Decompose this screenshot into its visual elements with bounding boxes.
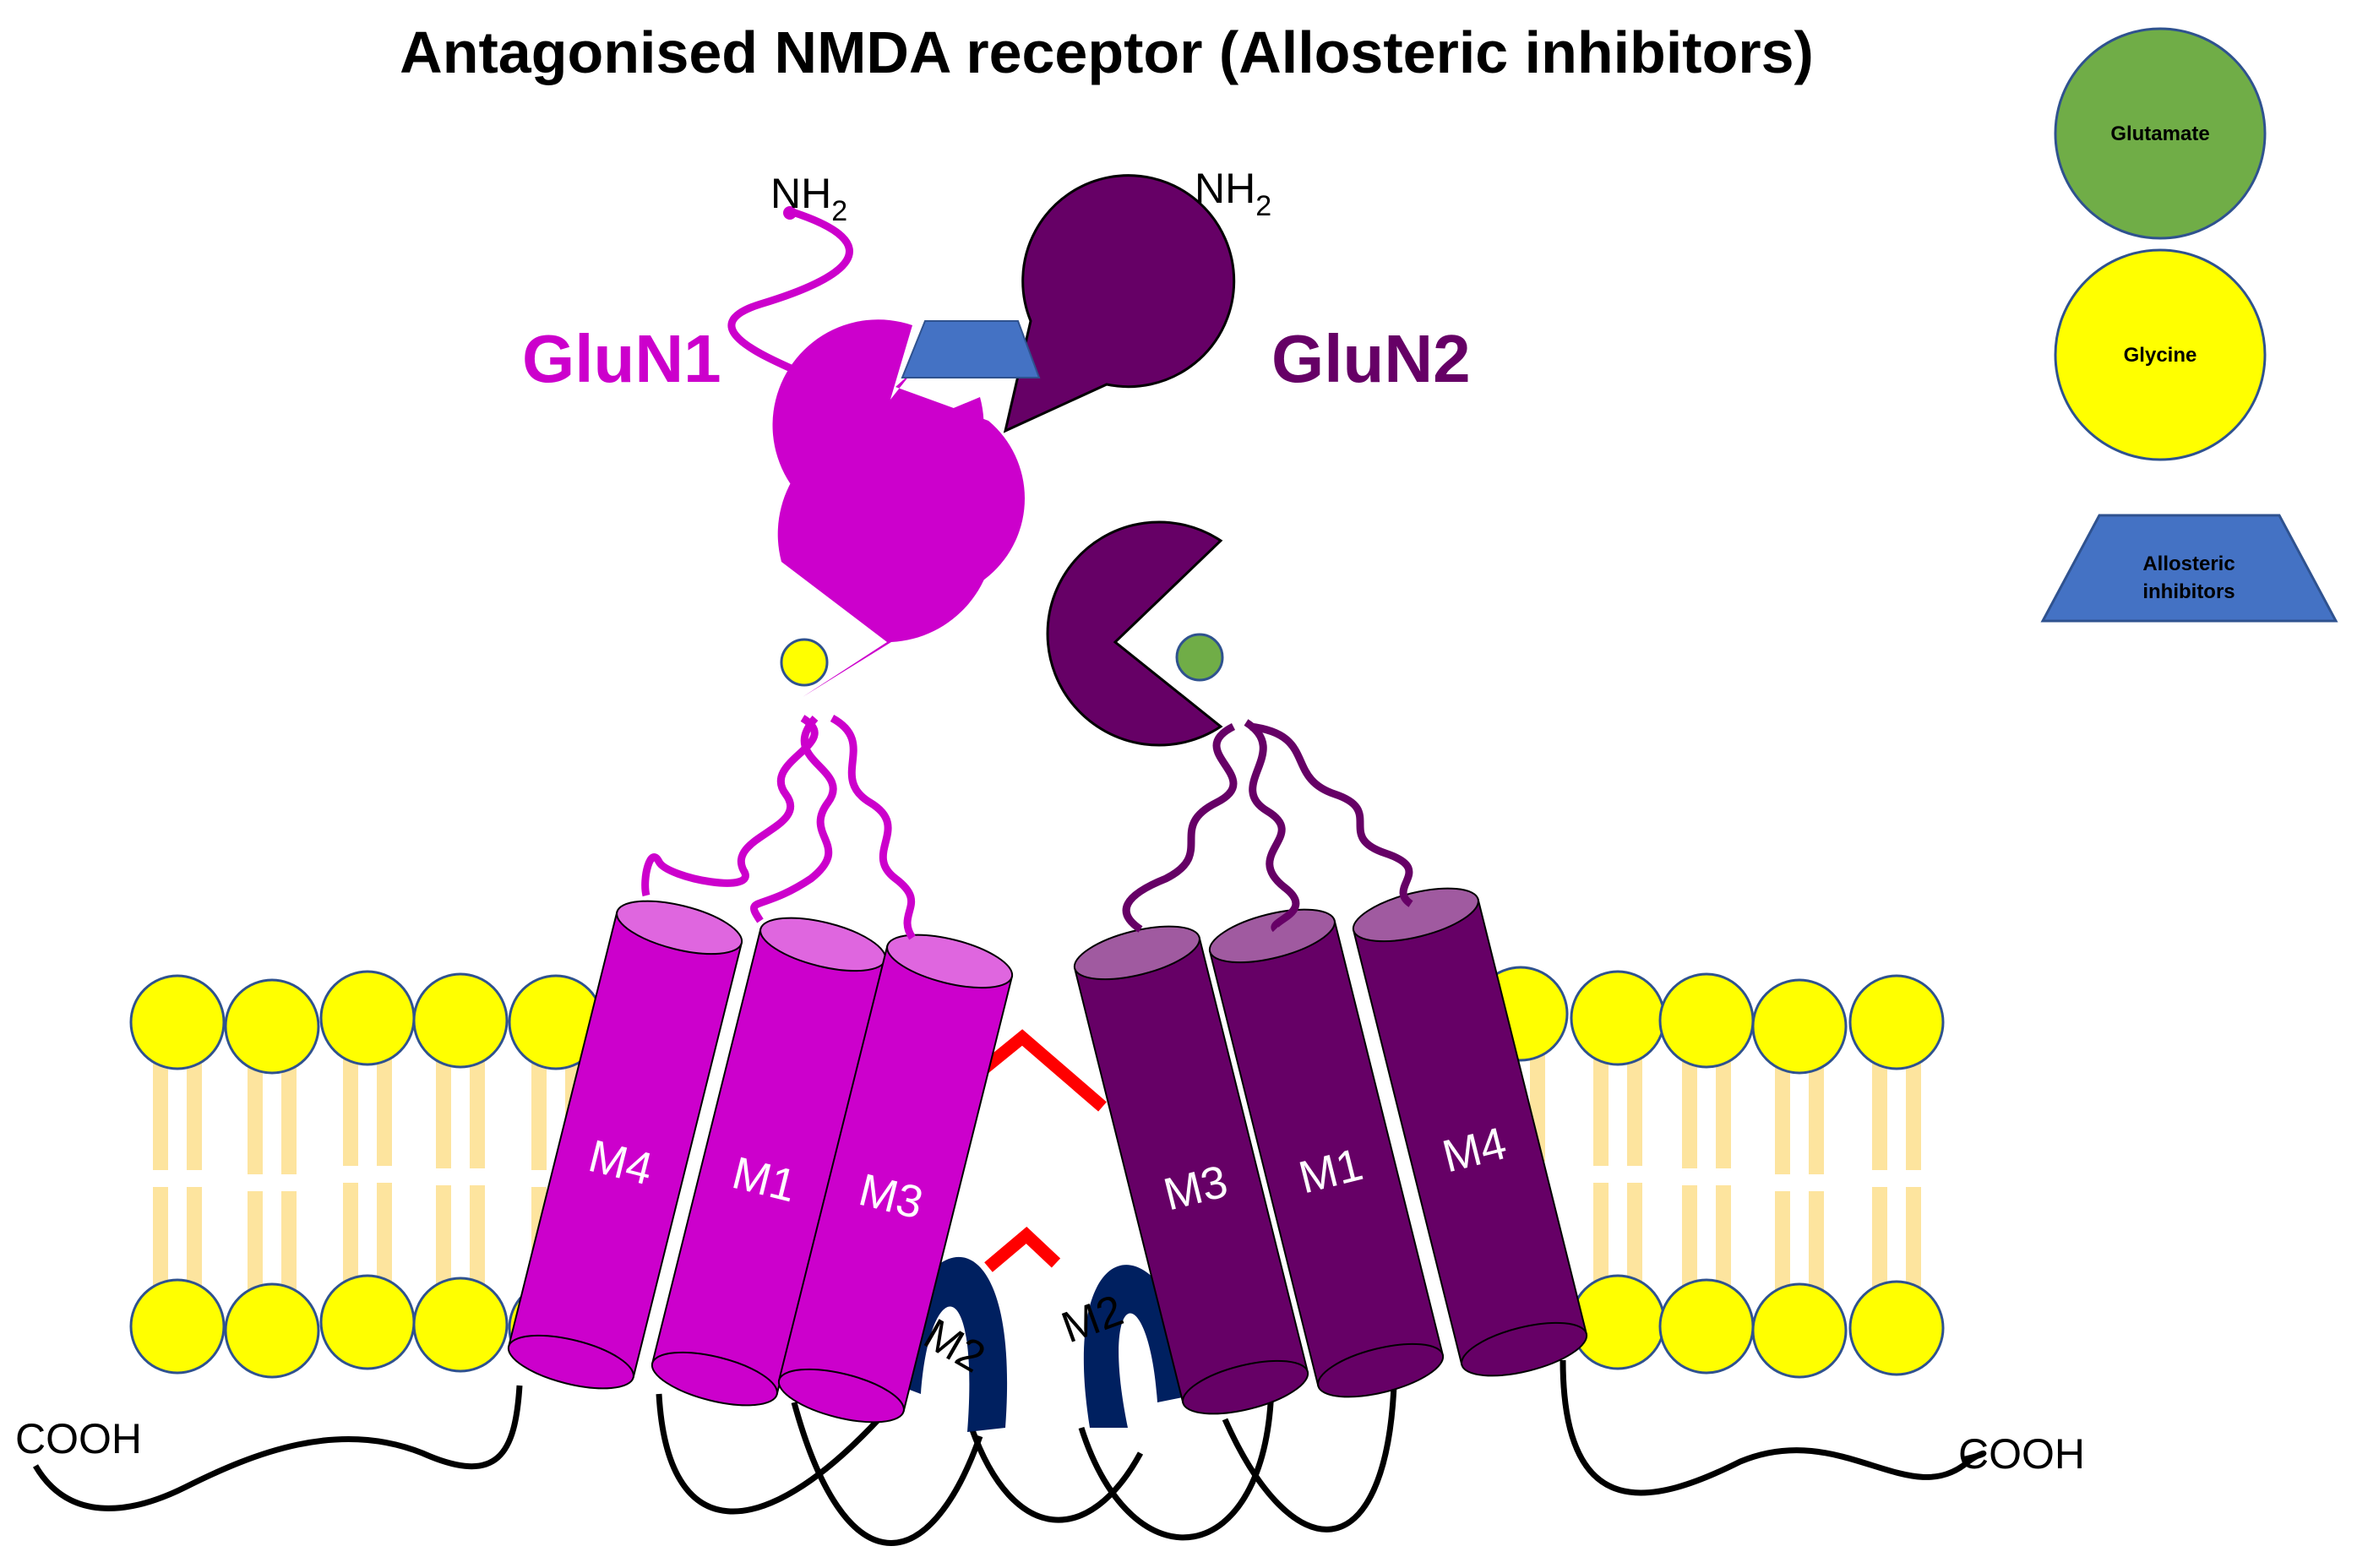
lipid-tail xyxy=(1593,1052,1609,1166)
legend-glycine-label: Glycine xyxy=(2124,344,2197,367)
lipid-head xyxy=(1658,972,1755,1069)
lipid-tail xyxy=(343,1052,358,1166)
glun2-helix-m3: M3 xyxy=(1073,925,1309,1415)
lipid-head xyxy=(412,1277,509,1373)
lipid-tail xyxy=(1593,1183,1609,1288)
diagram-title: Antagonised NMDA receptor (Allosteric in… xyxy=(400,19,1814,85)
lipid-head xyxy=(129,1278,226,1375)
intracellular-loops xyxy=(32,1359,1987,1546)
lipid-tail xyxy=(1682,1054,1697,1168)
lipid-head xyxy=(224,978,320,1075)
c-terminal-tail-left xyxy=(32,1385,523,1511)
lipid-tail xyxy=(153,1056,168,1170)
glun1-label: GluN1 xyxy=(522,321,721,396)
glun2-helix-m1: M1 xyxy=(1208,908,1445,1398)
bound-glutamate xyxy=(1175,633,1224,682)
nh2-label-glun2: NH2 xyxy=(1195,165,1271,222)
lipid-tail xyxy=(1872,1187,1887,1294)
lipid-tail xyxy=(1809,1191,1824,1297)
glun2-ligand-binding-domain xyxy=(1046,520,1223,747)
legend-glutamate-swatch xyxy=(2054,27,2267,240)
lipid-tail xyxy=(248,1191,263,1297)
glun2-atd xyxy=(1003,174,1236,433)
lipid-head xyxy=(1848,1280,1945,1376)
glun1-helix-m4: M4 xyxy=(507,900,743,1390)
lipid-tail xyxy=(377,1183,392,1288)
lipid-head xyxy=(319,970,416,1066)
lipid-tail xyxy=(470,1185,485,1291)
glun2-label: GluN2 xyxy=(1271,321,1471,396)
lipid-tail xyxy=(153,1187,168,1293)
lipid-tail xyxy=(187,1056,202,1170)
lipid-tail xyxy=(281,1060,297,1174)
legend: Glutamate Glycine Allosteric inhibitors xyxy=(2040,27,2338,623)
lipid-head xyxy=(412,972,509,1069)
nh2-label-glun1: NH2 xyxy=(770,170,847,227)
lipid-tail xyxy=(1716,1185,1731,1293)
glun2-linkers xyxy=(1122,719,1413,933)
legend-allosteric-label-2: inhibitors xyxy=(2142,580,2235,603)
lipid-head xyxy=(224,1282,320,1379)
lipid-tail xyxy=(436,1185,451,1291)
lipid-tail xyxy=(1775,1060,1790,1174)
intracellular-loop-2 xyxy=(791,1402,983,1546)
lipid-tail xyxy=(377,1052,392,1166)
legend-glutamate-label: Glutamate xyxy=(2110,122,2209,145)
lipid-tail xyxy=(1627,1183,1642,1288)
glun1-ligand-binding-domain xyxy=(777,426,994,697)
legend-glycine-swatch xyxy=(2054,248,2267,461)
lipid-bilayer xyxy=(129,966,1945,1379)
lipid-tail xyxy=(1627,1052,1642,1166)
lipid-tail xyxy=(248,1060,263,1174)
lipid-head xyxy=(1570,1274,1666,1370)
glun2-helices: M3 M1 M4 xyxy=(1073,887,1588,1415)
lipid-tail xyxy=(1809,1060,1824,1174)
gate-lower xyxy=(984,1226,1061,1272)
lipid-head xyxy=(1751,1282,1848,1379)
lipid-tail xyxy=(187,1187,202,1293)
intracellular-loop-1 xyxy=(656,1393,881,1515)
lipid-tail xyxy=(436,1054,451,1168)
lipid-tail xyxy=(470,1054,485,1168)
cooh-label-left: COOH xyxy=(15,1415,142,1462)
c-terminal-tail-right xyxy=(1560,1359,1987,1496)
intracellular-loop-5 xyxy=(1222,1385,1397,1533)
lipid-tail xyxy=(1906,1056,1921,1170)
lipid-heads xyxy=(129,966,1945,1379)
legend-allosteric-swatch xyxy=(2040,514,2338,623)
glun1-n-tail-end xyxy=(783,206,797,220)
allosteric-inhibitor-bound xyxy=(901,320,1041,378)
intracellular-loop-3 xyxy=(968,1426,1144,1523)
lipid-tail xyxy=(1906,1187,1921,1294)
legend-allosteric-label-1: Allosteric xyxy=(2142,553,2235,575)
lipid-head xyxy=(129,974,226,1070)
glun1-linkers xyxy=(641,715,916,940)
glun1-helix-m1: M1 xyxy=(650,917,887,1407)
lipid-tail xyxy=(343,1183,358,1288)
cooh-label-right: COOH xyxy=(1958,1430,2085,1478)
lipid-tail xyxy=(281,1191,297,1297)
bound-glycine xyxy=(780,638,829,687)
lipid-tail xyxy=(1872,1056,1887,1170)
intracellular-loop-4 xyxy=(1078,1385,1275,1541)
lipid-head xyxy=(1570,970,1666,1066)
lipid-tail xyxy=(1775,1191,1790,1297)
glun1-helices: M4 M1 M3 xyxy=(507,900,1014,1424)
glun1-n-tail xyxy=(727,207,853,376)
lipid-tails xyxy=(153,1048,1921,1297)
glun1-helix-m3: M3 xyxy=(777,934,1014,1424)
lipid-head xyxy=(319,1274,416,1370)
lipid-head xyxy=(1848,974,1945,1070)
lipid-head xyxy=(1658,1278,1755,1375)
lipid-head xyxy=(1751,978,1848,1075)
lipid-tail xyxy=(531,1056,547,1170)
lipid-tail xyxy=(1716,1054,1731,1168)
lipid-tail xyxy=(1682,1185,1697,1293)
glun2-helix-m4: M4 xyxy=(1352,887,1588,1377)
